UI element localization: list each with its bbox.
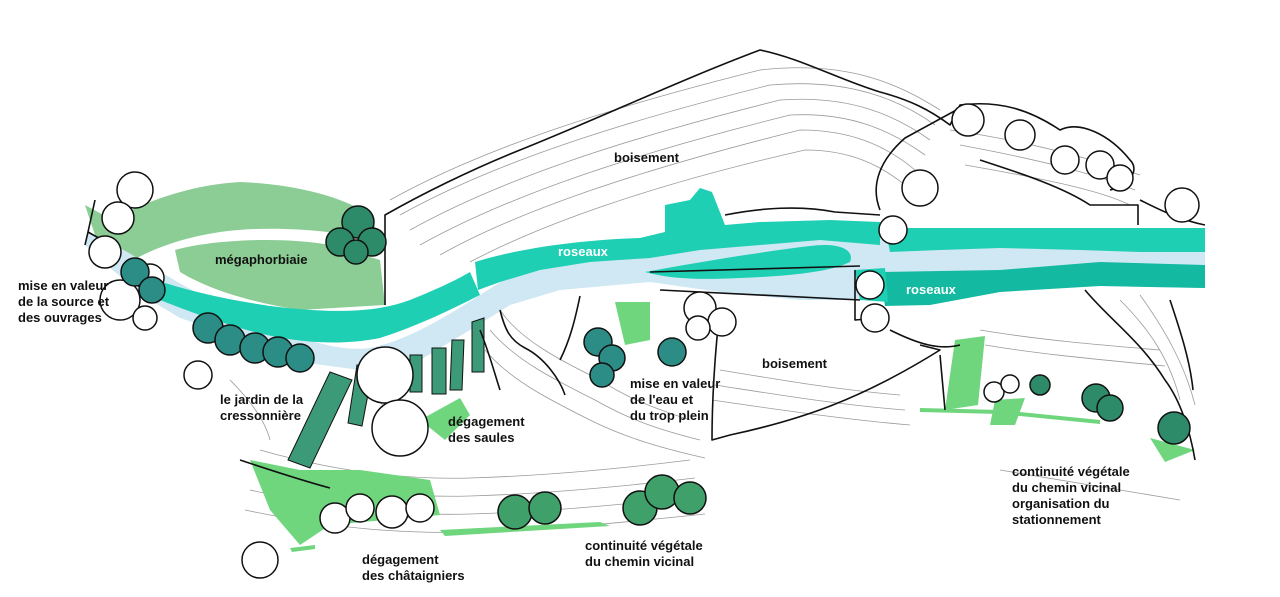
tree-outline bbox=[951, 103, 985, 137]
tree-cluster-green bbox=[528, 491, 562, 525]
tree-row-teal bbox=[285, 343, 315, 373]
cress-bed-diagonal bbox=[287, 371, 353, 469]
tree-outline bbox=[132, 305, 158, 331]
tree-outline bbox=[1085, 150, 1115, 180]
label-chataigniers-1: dégagement bbox=[362, 552, 439, 567]
tree-cluster-teal bbox=[589, 362, 615, 388]
label-source-2: de la source et bbox=[18, 294, 110, 309]
label-megaphorbiaie: mégaphorbiaie bbox=[215, 252, 307, 267]
label-boisement-mid: boisement bbox=[762, 356, 828, 371]
tree-outline bbox=[707, 307, 737, 337]
label-cressonniere-2: cressonnière bbox=[220, 408, 301, 423]
tree-outline bbox=[375, 495, 409, 529]
path-strip-center bbox=[440, 522, 610, 536]
tree-cluster-teal bbox=[657, 337, 687, 367]
tree-outline bbox=[116, 171, 154, 209]
path-strip-right bbox=[920, 408, 1100, 424]
label-saules-2: des saules bbox=[448, 430, 515, 445]
tree-outline bbox=[101, 201, 135, 235]
tree-outline bbox=[241, 541, 279, 579]
tree-outline-large bbox=[356, 346, 414, 404]
label-eau-1: mise en valeur bbox=[630, 376, 720, 391]
tree-outline bbox=[405, 493, 435, 523]
meadow-far-right bbox=[1150, 438, 1195, 462]
cress-bed-4 bbox=[449, 339, 465, 391]
trees bbox=[88, 103, 1200, 579]
tree-teal bbox=[120, 257, 150, 287]
tree-dark bbox=[1157, 411, 1191, 445]
label-chemin-center-1: continuité végétale bbox=[585, 538, 703, 553]
tree-teal bbox=[138, 276, 166, 304]
tree-outline bbox=[983, 381, 1005, 403]
tree-outline bbox=[99, 279, 141, 321]
tree-outline bbox=[855, 270, 885, 300]
tree-outline bbox=[901, 169, 939, 207]
tree-outline bbox=[88, 235, 122, 269]
meadow-saules bbox=[420, 398, 470, 440]
label-roseaux-right: roseaux bbox=[906, 282, 957, 297]
tree-cluster-green bbox=[673, 481, 707, 515]
label-saules-1: dégagement bbox=[448, 414, 525, 429]
label-chataigniers-2: des châtaigniers bbox=[362, 568, 465, 583]
label-chemin-right-4: stationnement bbox=[1012, 512, 1102, 527]
tree-outline bbox=[1106, 164, 1134, 192]
reed-band-top bbox=[475, 188, 880, 290]
label-roseaux-left: roseaux bbox=[558, 244, 609, 259]
contour-lines bbox=[229, 67, 1196, 533]
tree-outline bbox=[878, 215, 908, 245]
tree-outline bbox=[860, 303, 890, 333]
tree-outline bbox=[685, 315, 711, 341]
tree-outline bbox=[1050, 145, 1080, 175]
label-chemin-right-3: organisation du bbox=[1012, 496, 1110, 511]
label-chemin-right-2: du chemin vicinal bbox=[1012, 480, 1121, 495]
meadow-right-patch bbox=[945, 336, 985, 410]
tree-outline bbox=[345, 493, 375, 523]
tree-cluster-green bbox=[497, 494, 533, 530]
tree-cluster-green bbox=[644, 474, 680, 510]
label-eau-3: du trop plein bbox=[630, 408, 709, 423]
label-boisement-top: boisement bbox=[614, 150, 680, 165]
label-source-3: des ouvrages bbox=[18, 310, 102, 325]
label-cressonniere-1: le jardin de la bbox=[220, 392, 304, 407]
megaphorbiaie-area bbox=[175, 239, 385, 310]
tree-outline bbox=[1164, 187, 1200, 223]
path-strip-left bbox=[290, 545, 315, 552]
label-eau-2: de l'eau et bbox=[630, 392, 694, 407]
label-source-1: mise en valeur bbox=[18, 278, 108, 293]
reed-band-right-upper bbox=[885, 228, 1205, 252]
tree-outline bbox=[183, 360, 213, 390]
meadow-centre-patch bbox=[615, 302, 650, 345]
tree-outline bbox=[1000, 374, 1020, 394]
tree-dark bbox=[1029, 374, 1051, 396]
labels: boisement roseaux roseaux mégaphorbiaie … bbox=[18, 150, 1130, 583]
cress-bed-3 bbox=[431, 347, 447, 395]
cress-bed-5 bbox=[471, 317, 485, 373]
label-chemin-center-2: du chemin vicinal bbox=[585, 554, 694, 569]
water-channel bbox=[85, 232, 1205, 370]
meadow-south-wedge bbox=[250, 460, 440, 545]
tree-outline-large bbox=[371, 399, 429, 457]
meadow-top-band bbox=[110, 182, 380, 262]
tree-dark bbox=[1096, 394, 1124, 422]
label-chemin-right-1: continuité végétale bbox=[1012, 464, 1130, 479]
tree-cluster-dark bbox=[343, 239, 369, 265]
reed-band-right-lower bbox=[880, 262, 1205, 306]
tree-outline bbox=[1004, 119, 1036, 151]
